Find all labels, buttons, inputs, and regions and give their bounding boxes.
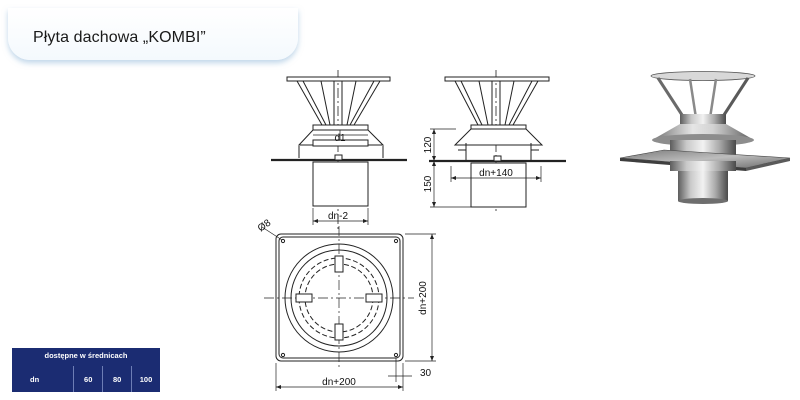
- availability-row: dn 60 80 100: [12, 366, 160, 392]
- dim-height-120: 120: [423, 136, 434, 153]
- dim-plate-width: dn+200: [322, 377, 356, 388]
- availability-row-label: dn: [30, 374, 40, 384]
- dim-height-150: 150: [423, 175, 434, 192]
- plan-view: [261, 226, 436, 391]
- availability-diameter: 80: [102, 366, 131, 392]
- availability-heading: dostępne w średnicach: [12, 348, 160, 366]
- section-view: [429, 70, 566, 212]
- dim-dn-minus-2: dn-2: [328, 211, 348, 222]
- dim-d1: d1: [334, 133, 346, 144]
- dim-plate-height: dn+200: [418, 281, 429, 315]
- availability-diameter: 60: [73, 366, 102, 392]
- page-title: Płyta dachowa „KOMBI”: [33, 29, 206, 46]
- title-card: Płyta dachowa „KOMBI”: [8, 8, 298, 60]
- dim-hole-8: Ø8: [256, 217, 274, 234]
- availability-diameter: 100: [131, 366, 160, 392]
- dim-edge-30: 30: [420, 368, 432, 379]
- product-render: [619, 71, 791, 204]
- dim-dn-plus-140: dn+140: [479, 168, 513, 179]
- front-view: [271, 70, 407, 230]
